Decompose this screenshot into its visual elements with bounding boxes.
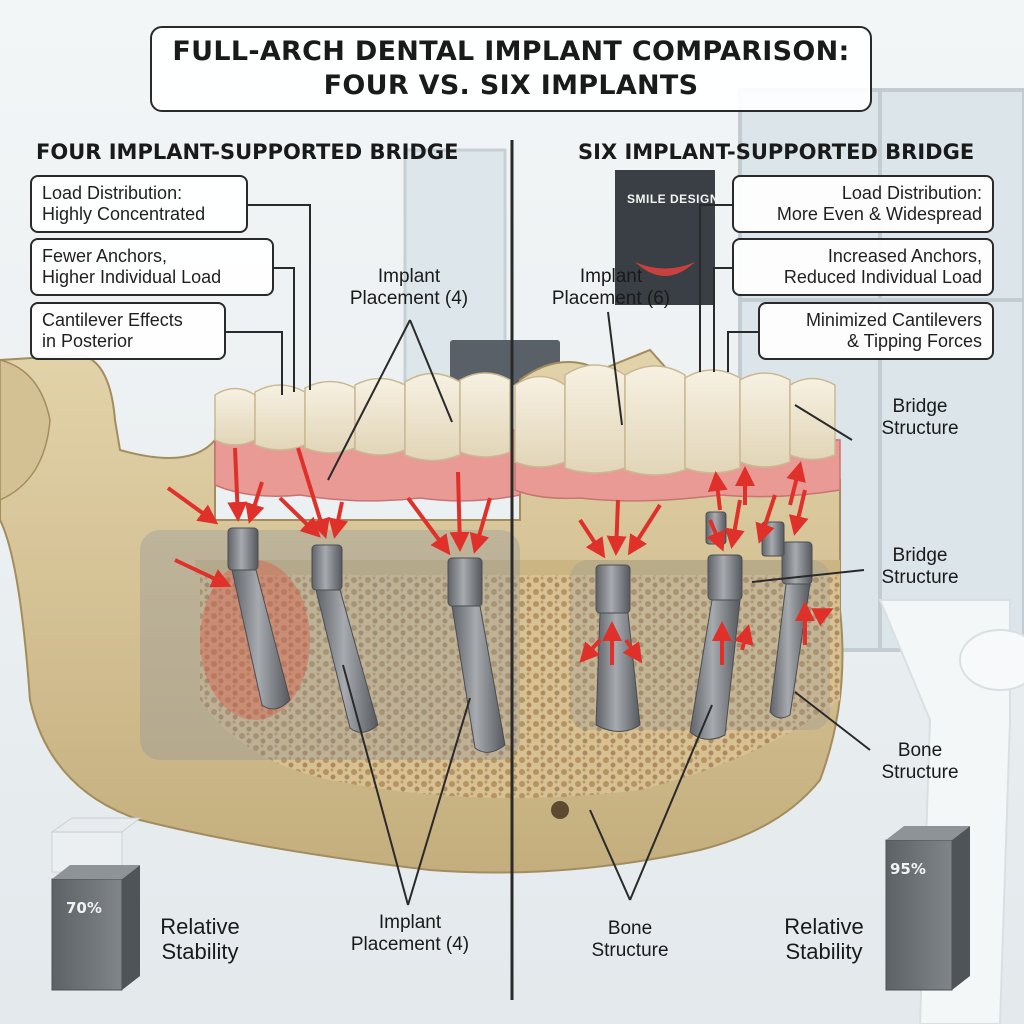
bridge-structure-label-2: Bridge Structure: [881, 545, 959, 588]
right-stability-value: 95%: [890, 860, 926, 878]
left-stability-bar-fill: [51, 878, 123, 991]
left-implant-placement-label-bottom: Implant Placement (4): [350, 912, 470, 955]
left-implants: [227, 527, 506, 753]
left-callout-load-distribution: Load Distribution: Highly Concentrated: [30, 175, 248, 233]
right-callout-increased-anchors: Increased Anchors, Reduced Individual Lo…: [732, 238, 994, 296]
right-implant-placement-label: Implant Placement (6): [551, 266, 671, 309]
bone-structure-label-right: Bone Structure: [881, 740, 959, 783]
right-stability-label: Relative Stability: [784, 914, 864, 964]
left-implant-placement-label-top: Implant Placement (4): [349, 266, 469, 309]
right-callout-minimized-cantilevers: Minimized Cantilevers & Tipping Forces: [758, 302, 994, 360]
left-stability-label: Relative Stability: [160, 914, 240, 964]
right-section-heading: SIX IMPLANT-SUPPORTED BRIDGE: [578, 140, 975, 164]
right-stability-bar: [885, 826, 970, 991]
left-callout-fewer-anchors: Fewer Anchors, Higher Individual Load: [30, 238, 274, 296]
right-callout-load-distribution: Load Distribution: More Even & Widesprea…: [732, 175, 994, 233]
title-line-1: FULL-ARCH DENTAL IMPLANT COMPARISON:: [172, 36, 850, 67]
title-box: FULL-ARCH DENTAL IMPLANT COMPARISON: FOU…: [150, 26, 872, 112]
poster-text: SMILE DESIGN: [627, 192, 720, 206]
mental-foramen: [551, 801, 569, 819]
title-line-2: FOUR VS. SIX IMPLANTS: [323, 70, 699, 101]
left-bridge-teeth: [214, 372, 511, 462]
left-stability-bar: [50, 817, 142, 991]
left-callout-cantilever: Cantilever Effects in Posterior: [30, 302, 226, 360]
leader-lines: [224, 204, 871, 906]
right-force-arrows: [578, 461, 834, 665]
left-force-arrows: [166, 447, 492, 588]
left-section-heading: FOUR IMPLANT-SUPPORTED BRIDGE: [36, 140, 459, 164]
bridge-structure-label-1: Bridge Structure: [881, 396, 959, 439]
left-stability-value: 70%: [66, 899, 102, 917]
spongy-bone-section: [200, 560, 840, 798]
right-bridge-teeth: [514, 364, 836, 476]
bone-structure-label-bottom: Bone Structure: [591, 918, 669, 961]
smile-design-poster: [615, 170, 715, 305]
dental-chair: [878, 599, 1011, 1024]
